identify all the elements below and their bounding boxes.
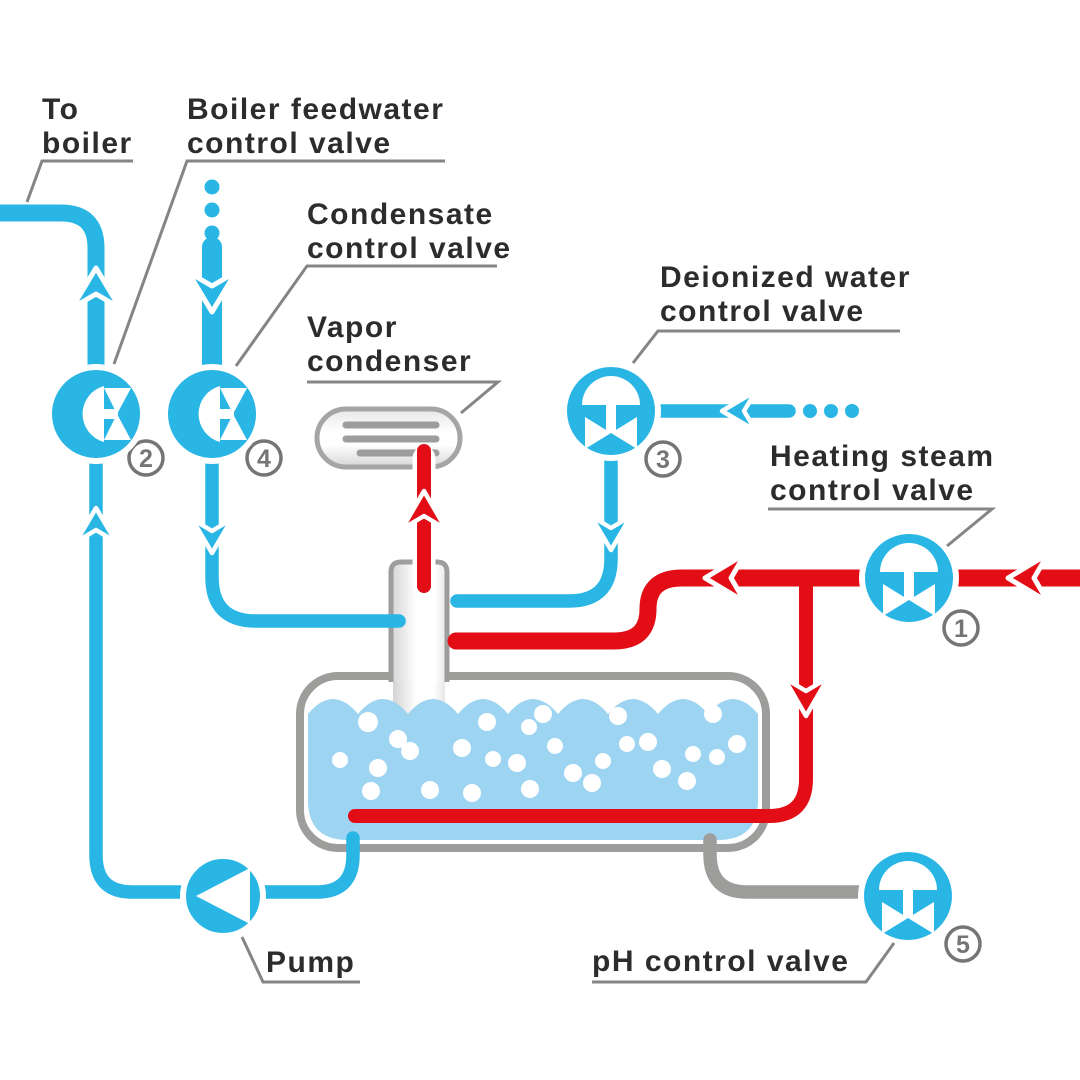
svg-text:4: 4 bbox=[257, 445, 271, 473]
valve-badge-5: 5 bbox=[944, 925, 982, 963]
water-bubbles bbox=[332, 705, 746, 802]
label-deionized-water-valve: Deionized water control valve bbox=[660, 261, 911, 328]
label-ph-valve: pH control valve bbox=[592, 945, 850, 978]
vapor-condenser bbox=[311, 403, 466, 473]
heating-steam-valve-icon bbox=[859, 528, 959, 628]
svg-text:2: 2 bbox=[139, 445, 153, 473]
ph-dosing-pipe bbox=[703, 833, 915, 899]
up-arrow-icon bbox=[399, 488, 449, 532]
deionized-water-valve-icon bbox=[561, 361, 661, 461]
down-arrow-icon bbox=[189, 516, 235, 556]
valve-badge-1: 1 bbox=[942, 609, 980, 647]
svg-text:1: 1 bbox=[954, 615, 968, 643]
svg-text:5: 5 bbox=[956, 931, 970, 959]
deionized-flow-dots bbox=[803, 404, 859, 418]
label-leader-lines bbox=[25, 159, 997, 984]
pump-icon bbox=[180, 853, 266, 939]
feedwater-pipe bbox=[0, 200, 109, 383]
tank-neck bbox=[388, 559, 450, 716]
valve-badge-3: 3 bbox=[644, 440, 682, 478]
up-arrow-icon bbox=[69, 265, 123, 311]
steam-sparger-pipe bbox=[348, 571, 813, 823]
svg-text:3: 3 bbox=[656, 446, 670, 474]
boiler-feedwater-valve-icon bbox=[46, 364, 146, 464]
down-arrow-icon bbox=[185, 269, 239, 315]
down-arrow-icon bbox=[781, 675, 831, 719]
down-arrow-icon bbox=[588, 513, 634, 553]
label-pump: Pump bbox=[266, 946, 356, 979]
left-arrow-icon bbox=[1005, 551, 1051, 605]
left-arrow-icon bbox=[719, 388, 759, 434]
left-arrow-icon bbox=[702, 551, 748, 605]
label-to-boiler: To boiler bbox=[42, 93, 133, 160]
ph-valve-icon bbox=[858, 846, 958, 946]
up-arrow-icon bbox=[73, 505, 119, 545]
label-vapor-condenser: Vapor condenser bbox=[307, 311, 473, 378]
valve-badge-4: 4 bbox=[245, 439, 283, 477]
condensate-valve-icon bbox=[162, 364, 262, 464]
label-condensate-valve: Condensate control valve bbox=[307, 198, 512, 265]
flow-arrows bbox=[69, 265, 1051, 719]
label-heating-steam-valve: Heating steam control valve bbox=[770, 440, 995, 507]
label-boiler-feedwater-valve: Boiler feedwater control valve bbox=[187, 93, 445, 160]
condensate-flow-dots bbox=[204, 179, 220, 241]
heating-steam-pipe bbox=[348, 569, 1080, 823]
valve-badge-2: 2 bbox=[127, 439, 165, 477]
